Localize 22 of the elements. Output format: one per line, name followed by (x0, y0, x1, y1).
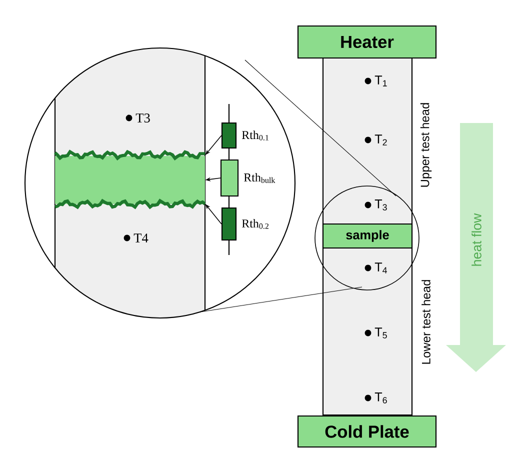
labelled-box: Heater (297, 25, 437, 59)
rough-interface (54, 198, 206, 210)
labelled-box: sample (322, 223, 413, 249)
resistor-label: Rth$_{bulk}$ (244, 173, 276, 183)
resistor-label: Rth$_{0.2}$ (242, 219, 268, 229)
sensor-label: T4 (134, 234, 148, 242)
resistor-label: Rth$_{0.1}$ (242, 130, 268, 140)
sensor-label: T$_{4}$ (374, 262, 387, 274)
resistor-box (220, 159, 239, 197)
section-label: Lower test head (422, 280, 430, 364)
sensor-label: T$_{6}$ (374, 392, 387, 404)
section-label: Upper test head (420, 103, 432, 187)
sensor-label: T3 (136, 114, 150, 122)
sensor-label: T$_{1}$ (374, 76, 387, 86)
sensor-label: T$_{3}$ (374, 200, 387, 210)
labelled-box: Cold Plate (297, 415, 437, 448)
resistor-box (221, 122, 237, 149)
rough-interface (54, 150, 205, 161)
sensor-label: T$_{5}$ (374, 328, 387, 338)
resistor-box (221, 207, 237, 241)
sensor-label: T$_{2}$ (374, 134, 387, 146)
sample-layer (55, 156, 205, 204)
